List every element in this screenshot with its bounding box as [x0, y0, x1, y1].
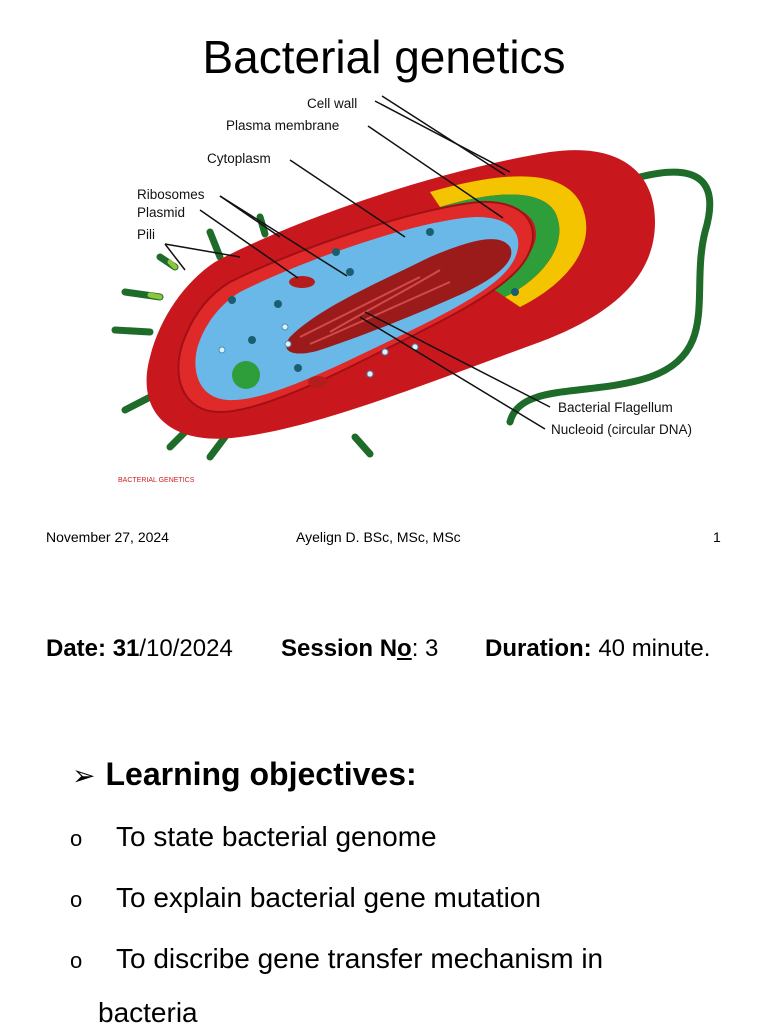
label-plasmid: Plasmid: [137, 205, 185, 220]
label-ribosomes: Ribosomes: [137, 187, 205, 202]
circle-bullet-icon: o: [70, 948, 83, 973]
bacterial-cell-diagram: Cell wall Plasma membrane Cytoplasm Ribo…: [111, 95, 714, 484]
footer-date: November 27, 2024: [46, 529, 169, 545]
objective-item-continuation: bacteria: [98, 997, 198, 1028]
label-flagellum: Bacterial Flagellum: [558, 400, 673, 415]
footer-author: Ayelign D. BSc, MSc, MSc: [296, 529, 461, 545]
objectives-heading: ➢Learning objectives:: [72, 756, 417, 792]
label-plasma-membrane: Plasma membrane: [226, 118, 339, 133]
label-cell-wall: Cell wall: [307, 96, 357, 111]
diagram-caption: BACTERIAL GENETICS: [118, 477, 195, 484]
label-cytoplasm: Cytoplasm: [207, 151, 271, 166]
slide-title: Bacterial genetics: [202, 31, 566, 83]
label-nucleoid: Nucleoid (circular DNA): [551, 422, 692, 437]
circle-bullet-icon: o: [70, 887, 83, 912]
session-number: Session No: 3: [281, 635, 439, 662]
session-duration: Duration: 40 minute.: [485, 635, 711, 662]
flagellum-shape: [506, 168, 714, 426]
circle-bullet-icon: o: [70, 826, 83, 851]
session-date: Date: 31/10/2024: [46, 635, 233, 662]
footer-page-number: 1: [713, 529, 721, 545]
arrow-bullet-icon: ➢: [72, 760, 96, 791]
label-pili: Pili: [137, 227, 155, 242]
